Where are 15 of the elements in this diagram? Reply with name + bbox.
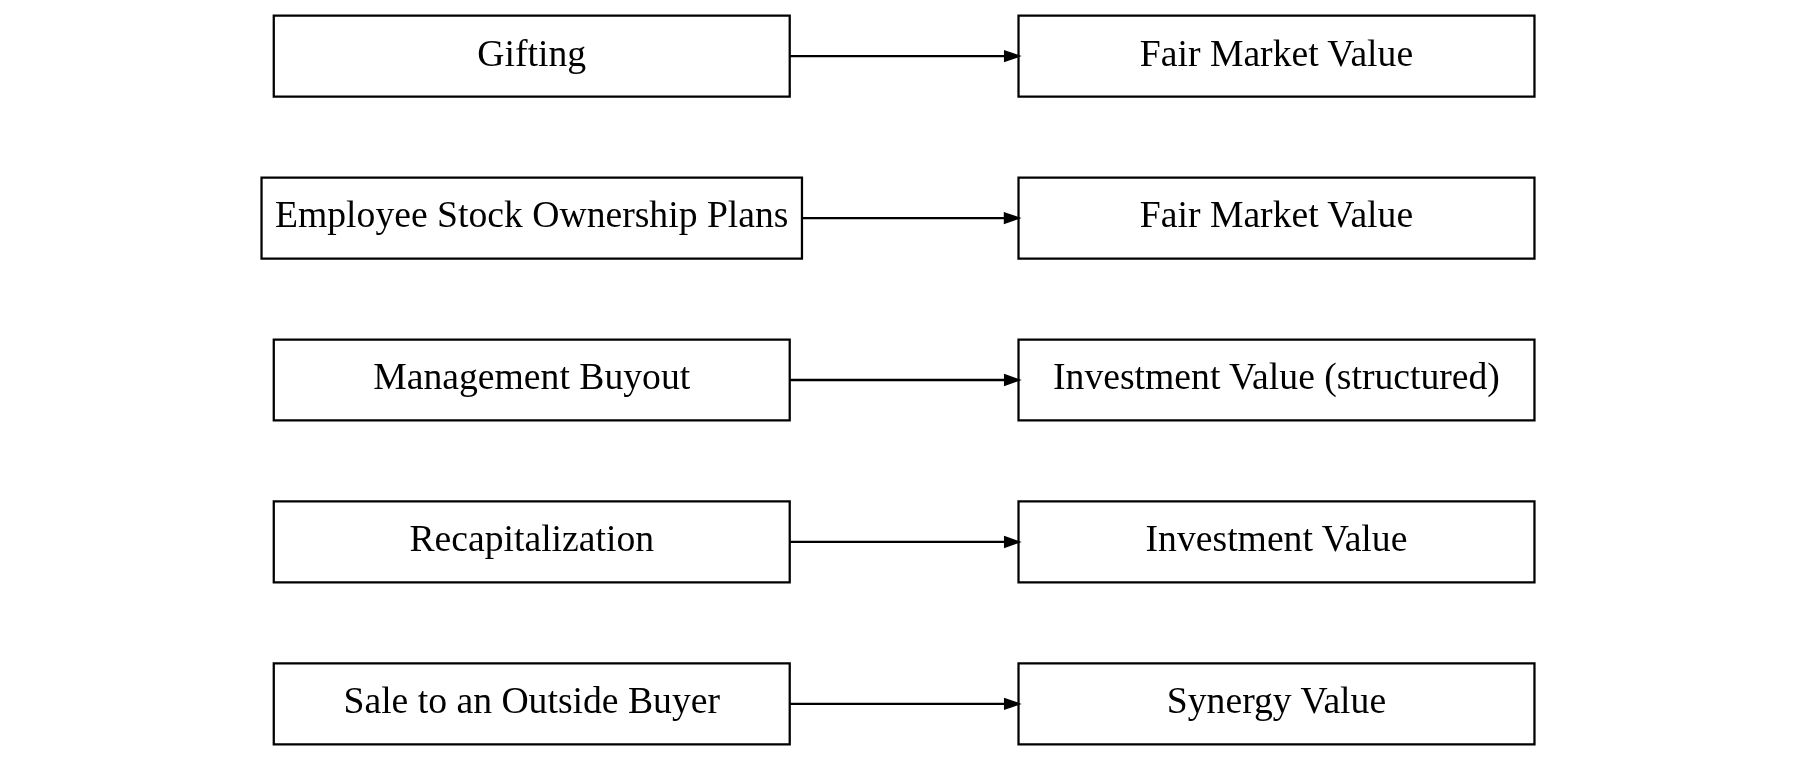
node-box: Synergy Value (1017, 662, 1536, 746)
arrow (802, 211, 1022, 225)
arrow (790, 697, 1022, 711)
node-box: Sale to an Outside Buyer (272, 662, 791, 746)
node-box: Recapitalization (272, 500, 791, 584)
node-box: Investment Value (structured) (1017, 338, 1536, 422)
node-box: Gifting (272, 14, 791, 98)
node-box: Fair Market Value (1017, 176, 1536, 260)
arrow (790, 535, 1022, 549)
arrow (790, 49, 1022, 63)
node-box: Fair Market Value (1017, 14, 1536, 98)
node-box: Investment Value (1017, 500, 1536, 584)
node-box: Employee Stock Ownership Plans (260, 176, 804, 260)
node-box: Management Buyout (272, 338, 791, 422)
arrow (790, 373, 1022, 387)
